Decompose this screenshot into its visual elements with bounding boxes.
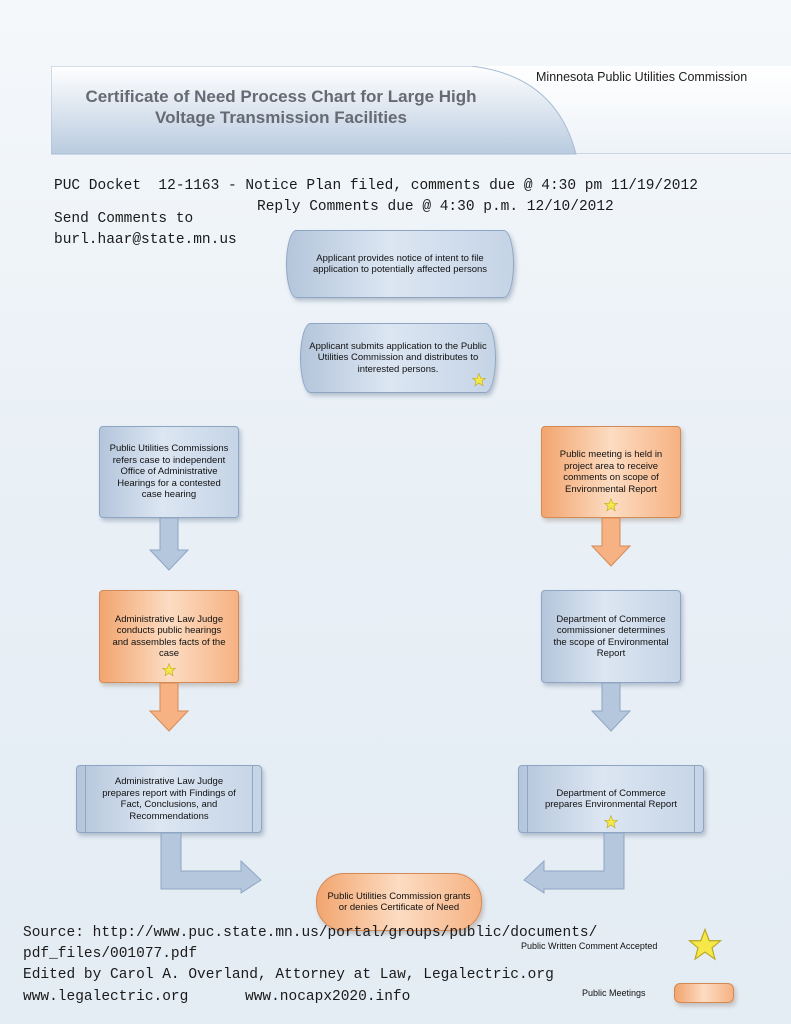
page-title: Certificate of Need Process Chart for La… (61, 86, 501, 128)
star-icon (472, 373, 486, 387)
title-line-2: Voltage Transmission Facilities (155, 108, 407, 127)
legend-star-icon (688, 928, 722, 961)
step-commerce-scope-text: Department of Commerce commissioner dete… (553, 613, 669, 660)
arrow-down-icon (590, 518, 632, 567)
step-alj-hearings-text: Administrative Law Judge conducts public… (112, 613, 226, 660)
docket-line-1: PUC Docket 12-1163 - Notice Plan filed, … (54, 178, 698, 194)
title-line-1: Certificate of Need Process Chart for La… (85, 87, 477, 106)
star-icon (604, 815, 618, 829)
step-submit-text: Applicant submits application to the Pub… (309, 340, 487, 375)
star-icon (162, 663, 176, 677)
legend-meeting-swatch (674, 983, 734, 1003)
step-commerce-scope: Department of Commerce commissioner dete… (541, 590, 681, 683)
step-public-meeting-text: Public meeting is held in project area t… (559, 449, 663, 495)
step-alj-report: Administrative Law Judge prepares report… (76, 765, 262, 833)
docket-line-2: Reply Comments due @ 4:30 p.m. 12/10/201… (257, 199, 614, 215)
edited-by: Edited by Carol A. Overland, Attorney at… (23, 967, 554, 983)
comments-email[interactable]: burl.haar@state.mn.us (54, 232, 237, 248)
step-submit-application: Applicant submits application to the Pub… (300, 323, 496, 393)
step-decision-text: Public Utilities Commission grants or de… (327, 890, 471, 914)
step-refer-text: Public Utilities Commissions refers case… (109, 443, 229, 501)
star-icon (604, 498, 618, 512)
arrow-right-icon (160, 833, 262, 894)
step-commerce-report-text: Department of Commerce prepares Environm… (544, 787, 677, 811)
link-nocapx2020[interactable]: www.nocapx2020.info (245, 989, 411, 1005)
step-refer-to-hearings: Public Utilities Commissions refers case… (99, 426, 239, 518)
source-line-1[interactable]: Source: http://www.puc.state.mn.us/porta… (23, 925, 598, 941)
step-commerce-report: Department of Commerce prepares Environm… (518, 765, 704, 833)
arrow-down-icon (590, 683, 632, 732)
step-notice-text: Applicant provides notice of intent to f… (312, 252, 488, 276)
step-notice-of-intent: Applicant provides notice of intent to f… (286, 230, 514, 298)
header-title-shape (51, 66, 577, 155)
legend-meeting-label: Public Meetings (582, 988, 646, 998)
send-comments-label: Send Comments to (54, 211, 194, 227)
legend-star-label: Public Written Comment Accepted (521, 941, 658, 951)
arrow-left-icon (523, 833, 625, 894)
step-alj-hearings: Administrative Law Judge conducts public… (99, 590, 239, 683)
source-line-2[interactable]: pdf_files/001077.pdf (23, 946, 198, 962)
step-decision: Public Utilities Commission grants or de… (316, 873, 482, 931)
link-legalectric[interactable]: www.legalectric.org (23, 989, 189, 1005)
arrow-down-icon (148, 518, 190, 571)
step-alj-report-text: Administrative Law Judge prepares report… (102, 776, 236, 822)
organization-name: Minnesota Public Utilities Commission (536, 70, 748, 84)
arrow-down-icon (148, 683, 190, 732)
